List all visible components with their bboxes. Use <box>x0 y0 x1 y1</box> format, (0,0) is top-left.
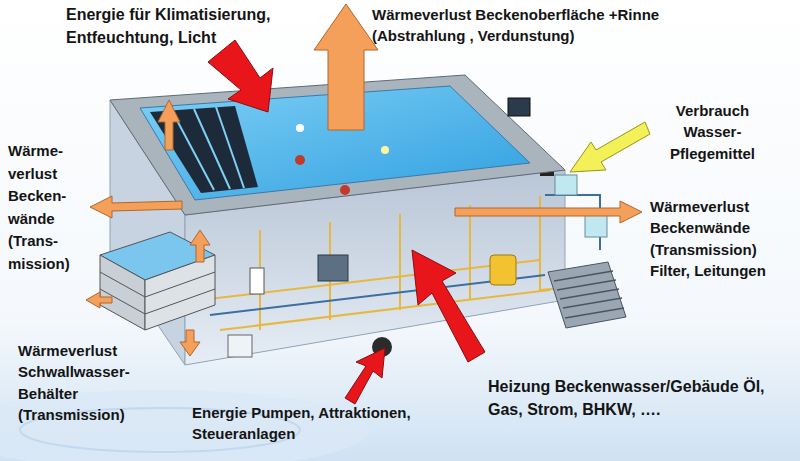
annotation-label: Energie Pumpen, Attraktionen, Steueranla… <box>192 402 440 445</box>
annotation-label: Wärmeverlust Beckenoberfläche +Rinne (Ab… <box>372 4 677 47</box>
annotation-label: Wärmeverlust Beckenwände (Transmission) … <box>650 196 795 281</box>
annotation-label: Heizung Beckenwasser/Gebäude Öl, Gas, St… <box>488 376 768 421</box>
annotation-label: Verbrauch Wasser- Pflegemittel <box>660 100 765 164</box>
annotation-label: Energie für Klimatisierung, Entfeuchtung… <box>66 4 316 49</box>
annotation-label: Wärmeverlust Schwallwasser- Behälter (Tr… <box>18 340 173 425</box>
annotation-label: Wärme- verlust Becken- wände (Trans- mis… <box>8 140 80 275</box>
